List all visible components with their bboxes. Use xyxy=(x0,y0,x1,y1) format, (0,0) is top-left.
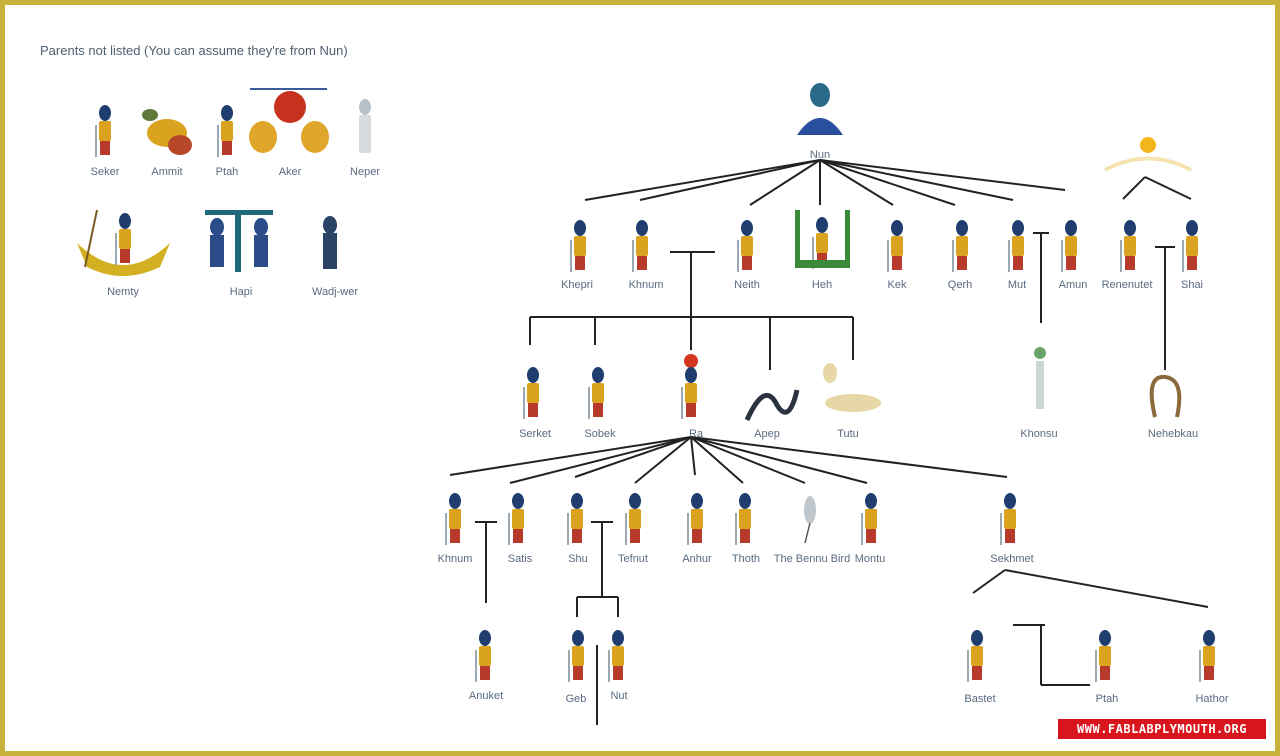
svg-text:Tutu: Tutu xyxy=(837,428,859,440)
svg-text:Shu: Shu xyxy=(568,553,588,565)
parents-note: Parents not listed (You can assume they'… xyxy=(40,43,348,58)
svg-text:Neith: Neith xyxy=(734,279,760,291)
node-neith: Neith xyxy=(734,219,760,291)
watermark-badge: WWW.FABLABPLYMOUTH.ORG xyxy=(1058,719,1266,739)
svg-text:Apep: Apep xyxy=(754,428,780,440)
node-shu: Shu xyxy=(567,492,588,565)
svg-text:Shai: Shai xyxy=(1181,279,1203,291)
svg-text:Neper: Neper xyxy=(350,166,380,178)
node-sobek: Sobek xyxy=(584,366,616,440)
node-montu: Montu xyxy=(855,492,886,565)
node-amun: Amun xyxy=(1059,219,1088,291)
node-khepri: Khepri xyxy=(561,219,593,291)
svg-text:Nut: Nut xyxy=(610,690,627,702)
svg-text:Hapi: Hapi xyxy=(230,286,253,298)
orphan-seker: Seker xyxy=(91,104,120,178)
node-apep: Apep xyxy=(744,389,800,440)
node-tutu: Tutu xyxy=(823,363,881,440)
svg-text:Serket: Serket xyxy=(519,428,551,440)
node-satis: Satis xyxy=(508,492,533,565)
node-khnum-gen3: Khnum xyxy=(438,492,473,565)
svg-text:Khnum: Khnum xyxy=(438,553,473,565)
orphan-ptah: Ptah xyxy=(216,104,239,178)
orphan-aker: Aker xyxy=(249,88,329,178)
svg-text:The Bennu Bird: The Bennu Bird xyxy=(774,553,850,565)
node-mut: Mut xyxy=(1008,219,1026,291)
svg-text:Geb: Geb xyxy=(566,693,587,705)
svg-text:Khnum: Khnum xyxy=(629,279,664,291)
node-hathor: Hathor xyxy=(1195,629,1229,705)
svg-text:Qerh: Qerh xyxy=(948,279,972,291)
node-sekhmet: Sekhmet xyxy=(990,492,1034,565)
orphan-wadj-wer: Wadj-wer xyxy=(312,216,358,298)
svg-text:Bastet: Bastet xyxy=(964,693,995,705)
svg-text:Ammit: Ammit xyxy=(151,166,182,178)
node-nehebkau: Nehebkau xyxy=(1148,374,1198,440)
node-bastet: Bastet xyxy=(964,629,996,705)
node-anhur: Anhur xyxy=(682,492,712,565)
node-anuket: Anuket xyxy=(469,629,503,702)
svg-text:Khepri: Khepri xyxy=(561,279,593,291)
svg-text:Amun: Amun xyxy=(1059,279,1088,291)
svg-text:Khonsu: Khonsu xyxy=(1020,428,1057,440)
svg-text:Nehebkau: Nehebkau xyxy=(1148,428,1198,440)
node-geb: Geb xyxy=(566,629,587,705)
svg-text:Wadj-wer: Wadj-wer xyxy=(312,286,358,298)
svg-text:Ra: Ra xyxy=(689,428,704,440)
svg-text:Anuket: Anuket xyxy=(469,690,503,702)
node-kek: Kek xyxy=(887,219,907,291)
svg-text:Nemty: Nemty xyxy=(107,286,139,298)
node-nut: Nut xyxy=(608,629,628,702)
orphan-neper: Neper xyxy=(350,99,380,178)
connector-lines xyxy=(449,159,1209,725)
svg-text:Renenutet: Renenutet xyxy=(1102,279,1153,291)
svg-text:Anhur: Anhur xyxy=(682,553,712,565)
orphan-ammit: Ammit xyxy=(142,109,192,178)
node-tefnut: Tefnut xyxy=(618,492,648,565)
node-khnum-gen1: Khnum xyxy=(629,219,664,291)
svg-text:Tefnut: Tefnut xyxy=(618,553,648,565)
svg-text:Kek: Kek xyxy=(888,279,907,291)
node-bennu-bird: The Bennu Bird xyxy=(774,496,850,565)
family-tree-diagram: Parents not listed (You can assume they'… xyxy=(40,43,1229,725)
node-khonsu: Khonsu xyxy=(1020,347,1058,440)
node-nun: Nun xyxy=(797,83,843,161)
svg-text:Hathor: Hathor xyxy=(1195,693,1228,705)
svg-text:Thoth: Thoth xyxy=(732,553,760,565)
svg-text:Satis: Satis xyxy=(508,553,533,565)
node-ra: Ra xyxy=(681,354,704,440)
svg-text:Sekhmet: Sekhmet xyxy=(990,553,1033,565)
svg-text:Ptah: Ptah xyxy=(216,166,239,178)
svg-text:Mut: Mut xyxy=(1008,279,1026,291)
svg-text:Heh: Heh xyxy=(812,279,832,291)
svg-text:Ptah: Ptah xyxy=(1096,693,1119,705)
node-thoth: Thoth xyxy=(732,492,760,565)
sun-disc-icon xyxy=(1104,137,1192,172)
orphan-hapi: Hapi xyxy=(205,210,273,298)
svg-text:Montu: Montu xyxy=(855,553,886,565)
node-serket: Serket xyxy=(519,366,551,440)
node-renenutet: Renenutet xyxy=(1102,219,1153,291)
svg-text:Sobek: Sobek xyxy=(584,428,616,440)
svg-text:Seker: Seker xyxy=(91,166,120,178)
svg-text:Nun: Nun xyxy=(810,149,830,161)
svg-text:Aker: Aker xyxy=(279,166,302,178)
node-qerh: Qerh xyxy=(948,219,972,291)
orphan-nemty: Nemty xyxy=(77,209,170,298)
node-ptah-gen4: Ptah xyxy=(1095,629,1119,705)
node-heh: Heh xyxy=(795,210,850,291)
node-shai: Shai xyxy=(1181,219,1203,291)
